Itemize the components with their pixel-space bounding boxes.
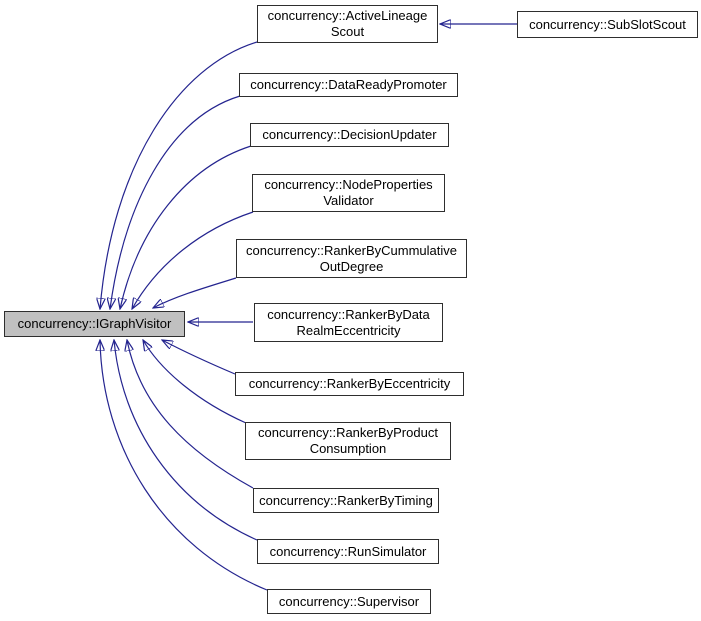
class-node-supervisor[interactable]: concurrency::Supervisor: [267, 589, 431, 614]
class-node-decisionupdater[interactable]: concurrency::DecisionUpdater: [250, 123, 449, 147]
inheritance-edge-rankerbycummulativeoutdegree-to-igraphvisitor: [153, 277, 237, 308]
inheritance-edge-runsimulator-to-igraphvisitor: [114, 340, 258, 541]
class-node-rankerbyeccentricity[interactable]: concurrency::RankerByEccentricity: [235, 372, 464, 396]
inheritance-edge-rankerbyeccentricity-to-igraphvisitor: [162, 340, 236, 375]
class-node-rankerbydatarealmeccentricity[interactable]: concurrency::RankerByData RealmEccentric…: [254, 303, 443, 342]
class-node-rankerbyproductconsumption[interactable]: concurrency::RankerByProduct Consumption: [245, 422, 451, 460]
class-node-rankerbycummulativeoutdegree[interactable]: concurrency::RankerByCummulative OutDegr…: [236, 239, 467, 278]
class-node-runsimulator[interactable]: concurrency::RunSimulator: [257, 539, 439, 564]
inheritance-edge-rankerbytiming-to-igraphvisitor: [127, 340, 254, 489]
class-node-igraphvisitor[interactable]: concurrency::IGraphVisitor: [4, 311, 185, 337]
inheritance-edge-rankerbyproductconsumption-to-igraphvisitor: [143, 340, 247, 424]
class-node-datareadypromoter[interactable]: concurrency::DataReadyPromoter: [239, 73, 458, 97]
inheritance-edge-activelineagescout-to-igraphvisitor: [100, 41, 258, 309]
inheritance-edge-supervisor-to-igraphvisitor: [100, 340, 268, 591]
class-node-rankerbytiming[interactable]: concurrency::RankerByTiming: [253, 488, 439, 513]
class-node-activelineagescout[interactable]: concurrency::ActiveLineage Scout: [257, 5, 438, 43]
inheritance-edge-nodepropertiesvalidator-to-igraphvisitor: [132, 211, 254, 309]
inheritance-edge-decisionupdater-to-igraphvisitor: [120, 145, 252, 309]
class-node-subslotscout[interactable]: concurrency::SubSlotScout: [517, 11, 698, 38]
inheritance-edge-datareadypromoter-to-igraphvisitor: [110, 95, 241, 309]
class-node-nodepropertiesvalidator[interactable]: concurrency::NodeProperties Validator: [252, 174, 445, 212]
